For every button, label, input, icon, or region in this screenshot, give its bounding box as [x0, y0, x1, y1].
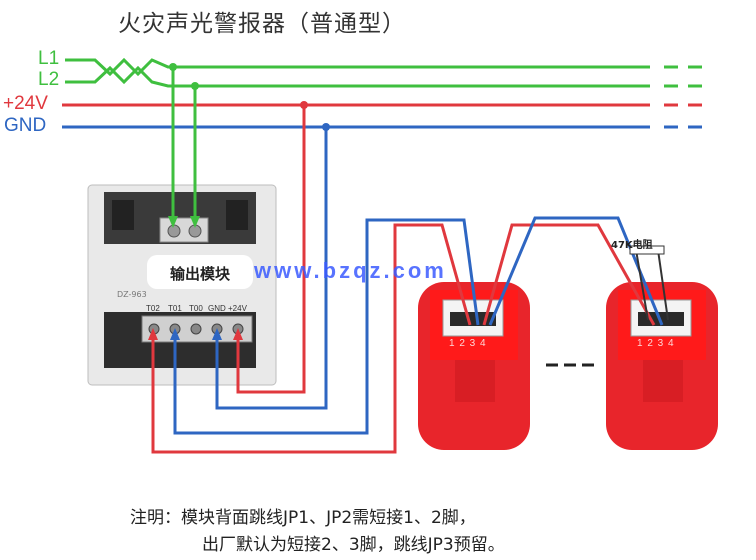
terminal-label: T02	[146, 304, 160, 313]
terminal-label: T01	[168, 304, 182, 313]
rail-label-l2: L2	[38, 69, 60, 90]
rail-label-l1: L1	[38, 48, 60, 69]
alarm-device-1	[418, 282, 530, 450]
note-line-2: 出厂默认为短接2、3脚，跳线JP3预留。	[202, 535, 505, 555]
bus-rails	[62, 57, 708, 129]
output-module	[87, 184, 277, 386]
diagram-title: 火灾声光警报器（普通型）	[118, 11, 406, 37]
wires	[151, 63, 669, 454]
device-pin-labels: 1 2 3 4	[637, 338, 675, 349]
arrow-icons	[148, 216, 243, 340]
watermark: www.bzqz.com	[254, 258, 447, 283]
screw-icon	[190, 323, 202, 335]
module-model: DZ-963	[117, 290, 147, 299]
screw-icon	[167, 224, 181, 238]
terminal-label: GND	[208, 304, 226, 313]
rail-label-gnd: GND	[4, 115, 47, 136]
note-line-1: 注明：模块背面跳线JP1、JP2需短接1、2脚，	[130, 508, 476, 528]
alarm-device-2	[606, 282, 718, 450]
module-label: 输出模块	[169, 265, 230, 283]
terminal-label: T00	[189, 304, 203, 313]
terminal-label: +24V	[228, 304, 247, 313]
rail-label-24v: +24V	[3, 93, 48, 114]
resistor-label: 47K电阻	[611, 240, 653, 251]
device-pin-labels: 1 2 3 4	[449, 338, 487, 349]
